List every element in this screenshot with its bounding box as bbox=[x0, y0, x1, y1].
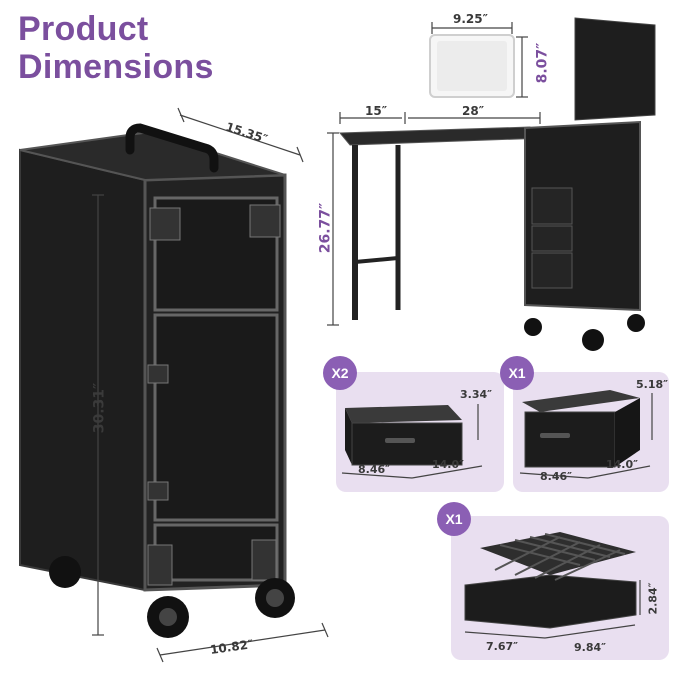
drawer-large-drawing bbox=[522, 390, 640, 468]
main-case-drawing bbox=[19, 123, 295, 638]
drawer-large-height-label: 5.18″ bbox=[636, 378, 669, 391]
drawer-large-dimension-lines bbox=[519, 393, 653, 479]
drawer-large-width-label: 8.46″ bbox=[540, 470, 573, 483]
title-line-2: Dimensions bbox=[18, 48, 214, 86]
page-title: Product Dimensions bbox=[18, 10, 214, 86]
organizer-drawing bbox=[464, 532, 637, 629]
drawer-small-length-label: 14.0″ bbox=[432, 458, 465, 471]
organizer-qty-badge: X1 bbox=[437, 502, 471, 536]
main-case-dimension-lines bbox=[92, 107, 329, 663]
table-drawing bbox=[338, 17, 656, 351]
drawer-small-qty-badge: X2 bbox=[323, 356, 357, 390]
drawer-large-length-label: 14.0″ bbox=[606, 458, 639, 471]
drawer-large-qty-badge: X1 bbox=[500, 356, 534, 390]
organizer-dimension-lines bbox=[464, 580, 641, 639]
organizer-length-label: 9.84″ bbox=[574, 641, 607, 654]
table-dimension-lines bbox=[327, 22, 541, 326]
drawer-small-drawing bbox=[345, 405, 463, 466]
table-left-label: 15″ bbox=[365, 104, 388, 118]
drawer-small-dimension-lines bbox=[341, 404, 483, 479]
organizer-width-label: 7.67″ bbox=[486, 640, 519, 653]
drawer-small-height-label: 3.34″ bbox=[460, 388, 493, 401]
table-height-label: 26.77″ bbox=[317, 202, 334, 254]
mirror-height-label: 8.07″ bbox=[534, 42, 551, 84]
mirror-width-label: 9.25″ bbox=[453, 12, 488, 26]
organizer-height-label: 2.84″ bbox=[646, 582, 660, 615]
case-height-label: 30.31″ bbox=[91, 382, 108, 434]
drawer-small-width-label: 8.46″ bbox=[358, 463, 391, 476]
table-right-label: 28″ bbox=[462, 104, 485, 118]
title-line-1: Product bbox=[18, 10, 149, 48]
